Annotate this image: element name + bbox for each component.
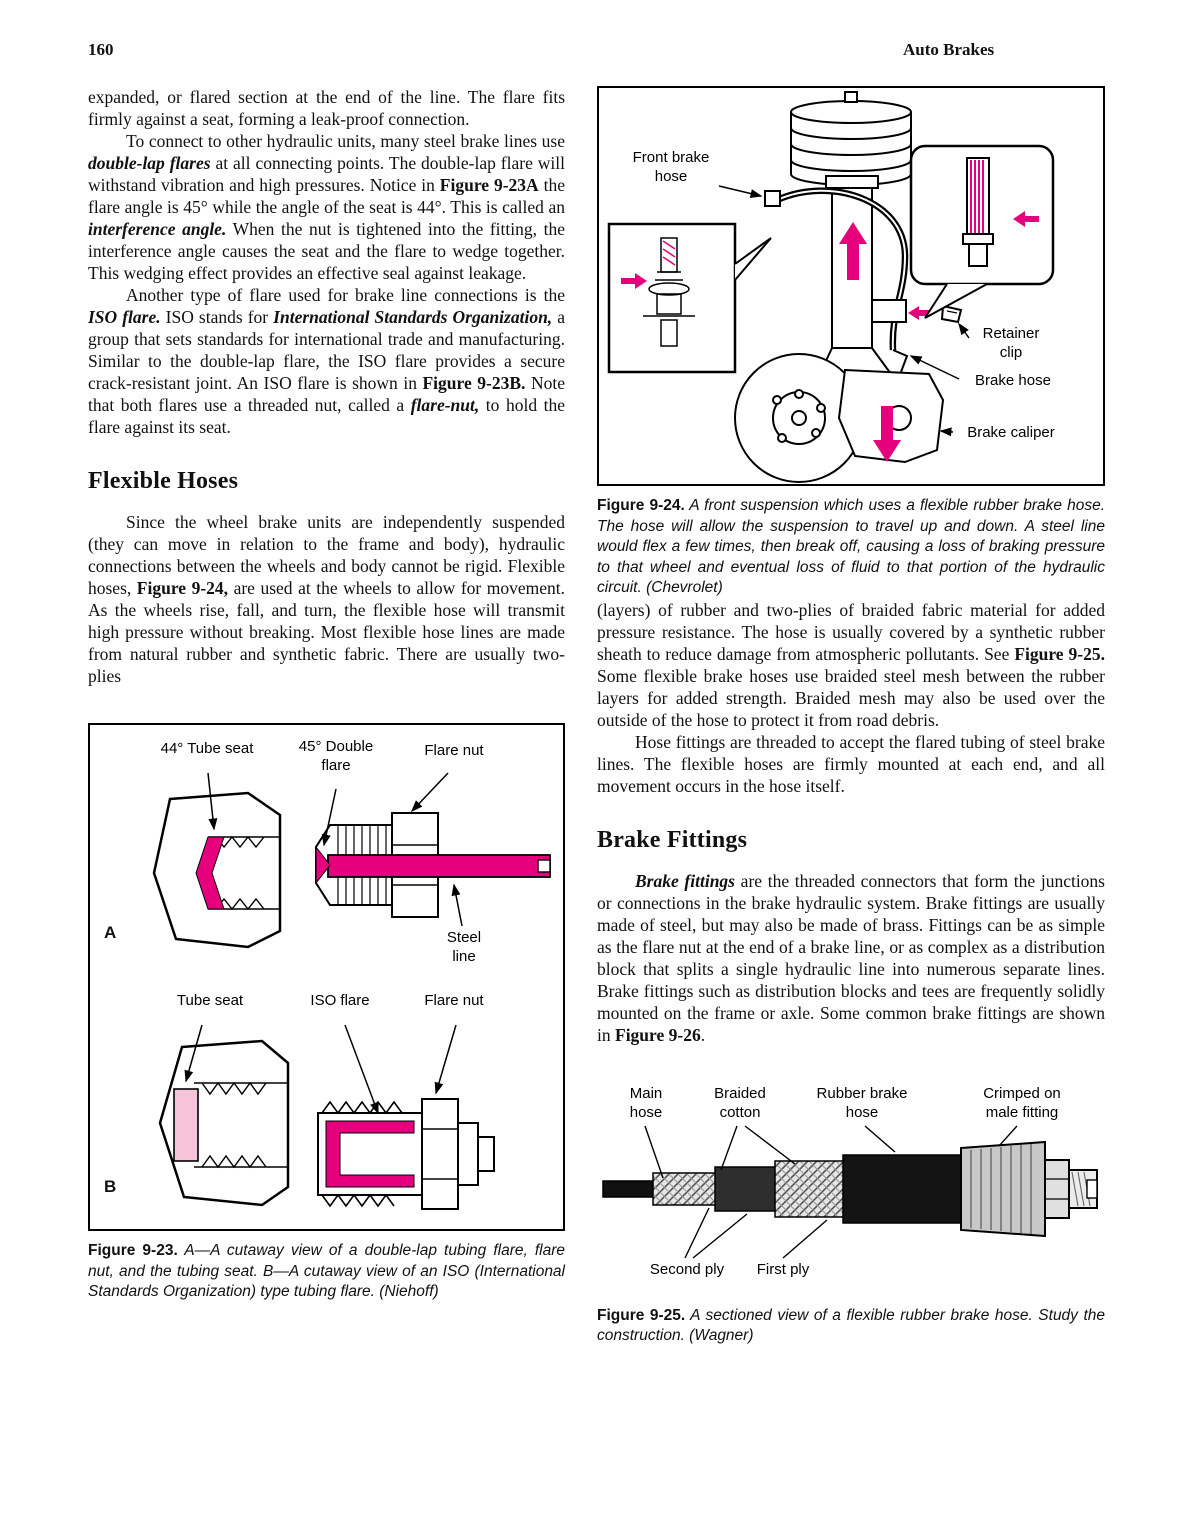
tube-seat-cutaway-a: [152, 791, 282, 949]
figure-9-25-caption: Figure 9-25. A sectioned view of a flexi…: [597, 1306, 1106, 1345]
figure-9-23: 44° Tube seat 45° Double flare Flare nut…: [88, 723, 565, 1231]
running-head-title: Auto Brakes: [903, 40, 995, 59]
crimped-fitting-shape: [960, 1140, 1098, 1237]
label-first-ply: First ply: [756, 1260, 810, 1278]
label-letter-b: B: [104, 1177, 117, 1196]
page-number: 160: [88, 40, 114, 59]
tube-seat-plug-shape: [173, 1088, 199, 1162]
label-44-tube-seat: 44° Tube seat: [160, 740, 254, 757]
label-flare-nut-a: Flare nut: [424, 742, 484, 759]
figure-9-24: Front brake hose Retainer clip Brake hos…: [597, 86, 1105, 486]
paragraph-hose-fittings: Hose fittings are threaded to accept the…: [597, 731, 1105, 796]
label-crimped-fitting: Crimped on male fitting: [983, 1084, 1061, 1121]
figure-9-23-caption: Figure 9-23. A—A cutaway view of a doubl…: [88, 1242, 566, 1300]
iso-flare-fitting-b: [317, 1098, 495, 1210]
figure-9-24-caption: Figure 9-24. A front suspension which us…: [597, 497, 1105, 596]
brake-hose-shape: [764, 187, 909, 351]
figure-9-25-illustration: [602, 1124, 1098, 1259]
steel-line-shape: [327, 854, 551, 878]
label-braided-cotton: Braided cotton: [714, 1084, 766, 1121]
label-retainer-clip: Retainer clip: [982, 325, 1040, 361]
figure-9-24-illustration: [607, 91, 1055, 483]
tube-seat-cutaway-b: [158, 1039, 290, 1207]
coil-spring-shape: [790, 100, 912, 186]
right-column: Front brake hose Retainer clip Brake hos…: [597, 86, 1105, 1347]
label-main-hose: Main hose: [629, 1084, 663, 1121]
paragraph-flare-seat: expanded, or flared section at the end o…: [88, 87, 565, 129]
hose-section-shape: [602, 1153, 984, 1224]
label-flare-nut-b: Flare nut: [424, 992, 484, 1009]
paragraph-double-lap-flares: To connect to other hydraulic units, man…: [88, 131, 565, 283]
label-letter-a: A: [104, 923, 117, 942]
left-column: expanded, or flared section at the end o…: [88, 86, 565, 1303]
label-tube-seat: Tube seat: [176, 992, 244, 1009]
figure-9-24-leader-lines: [718, 185, 970, 437]
label-brake-hose: Brake hose: [975, 372, 1051, 389]
retainer-clip-shape: [940, 304, 963, 324]
figure-9-23-illustration: [152, 772, 551, 1210]
section-heading-flexible-hoses: Flexible Hoses: [88, 468, 239, 494]
pink-down-arrow-icon: [873, 406, 901, 462]
label-iso-flare: ISO flare: [310, 992, 370, 1009]
figure-9-23-leader-lines: [184, 772, 463, 1115]
label-front-brake-hose: Front brake hose: [632, 149, 710, 185]
pink-left-arrow-icon: [1013, 211, 1039, 227]
label-brake-caliper: Brake caliper: [967, 424, 1055, 441]
paragraph-brake-fittings: Brake fittings are the threaded connecto…: [597, 870, 1105, 1045]
fitting-detail-inset: [607, 222, 772, 374]
pink-right-arrow-icon: [621, 273, 647, 289]
pink-up-arrow-icon: [839, 222, 867, 280]
pink-arrow-clip-icon: [908, 306, 931, 320]
rotor-hub-shape: [734, 353, 864, 483]
paragraph-flexible-hoses: Since the wheel brake units are independ…: [88, 512, 566, 686]
figure-9-25-leader-lines: [644, 1124, 1018, 1259]
section-heading-brake-fittings: Brake Fittings: [597, 826, 748, 853]
running-header: 160 Auto Brakes: [0, 40, 1190, 64]
paragraph-iso-flare: Another type of flare used for brake lin…: [88, 285, 565, 437]
paragraph-hose-plies: (layers) of rubber and two-plies of brai…: [597, 599, 1105, 730]
hose-end-inset: [909, 144, 1055, 319]
label-45-double-flare: 45° Double flare: [298, 738, 374, 774]
figure-9-25: Main hose Braided cotton Rubber brake ho…: [597, 1084, 1101, 1296]
flare-nut-assembly-a: [315, 812, 551, 918]
label-steel-line: Steel line: [446, 929, 482, 965]
label-rubber-brake-hose: Rubber brake hose: [816, 1084, 908, 1121]
label-second-ply: Second ply: [649, 1260, 725, 1278]
